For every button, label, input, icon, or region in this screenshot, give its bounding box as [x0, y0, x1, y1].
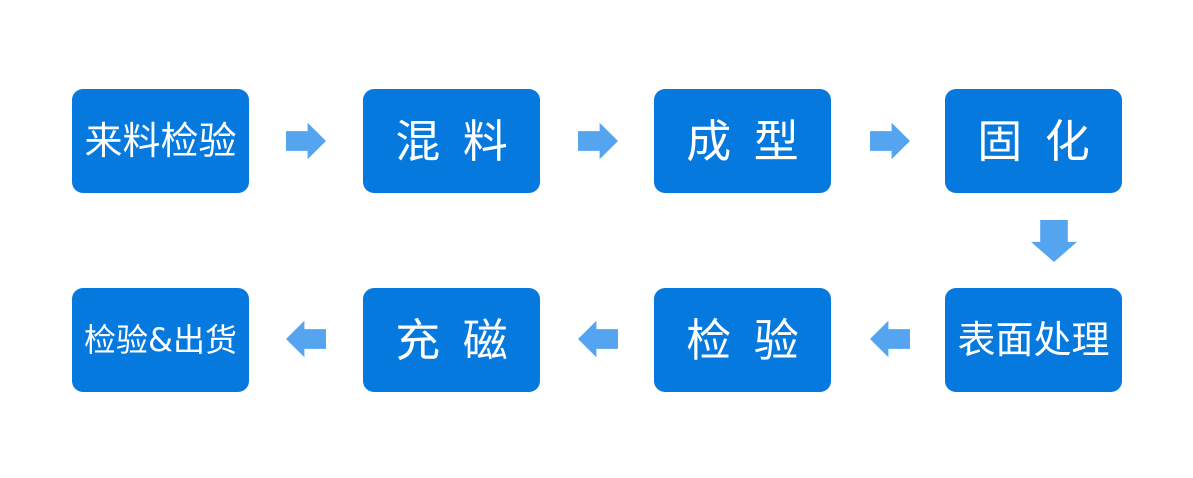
step-surface-treatment: 表面处理 — [945, 288, 1122, 392]
arrow-right-icon — [578, 122, 618, 160]
arrow-right-icon — [286, 122, 326, 160]
step-label: 成 型 — [686, 114, 799, 168]
step-mixing: 混 料 — [363, 89, 540, 193]
step-inspection: 检 验 — [654, 288, 831, 392]
step-curing: 固 化 — [945, 89, 1122, 193]
step-label: 表面处理 — [957, 318, 1110, 362]
step-label: 来料检验 — [84, 119, 237, 163]
step-label: 混 料 — [395, 114, 508, 168]
step-inspection-shipping: 检验&出货 — [72, 288, 249, 392]
step-label: 充 磁 — [395, 313, 508, 367]
arrow-left-icon — [578, 320, 618, 358]
step-molding: 成 型 — [654, 89, 831, 193]
arrow-left-icon — [286, 320, 326, 358]
step-label: 检 验 — [686, 313, 799, 367]
arrow-left-icon — [870, 320, 910, 358]
step-label: 检验&出货 — [84, 321, 237, 359]
step-incoming-inspection: 来料检验 — [72, 89, 249, 193]
step-label: 固 化 — [977, 114, 1090, 168]
arrow-down-icon — [1031, 220, 1077, 262]
arrow-right-icon — [870, 122, 910, 160]
step-magnetizing: 充 磁 — [363, 288, 540, 392]
